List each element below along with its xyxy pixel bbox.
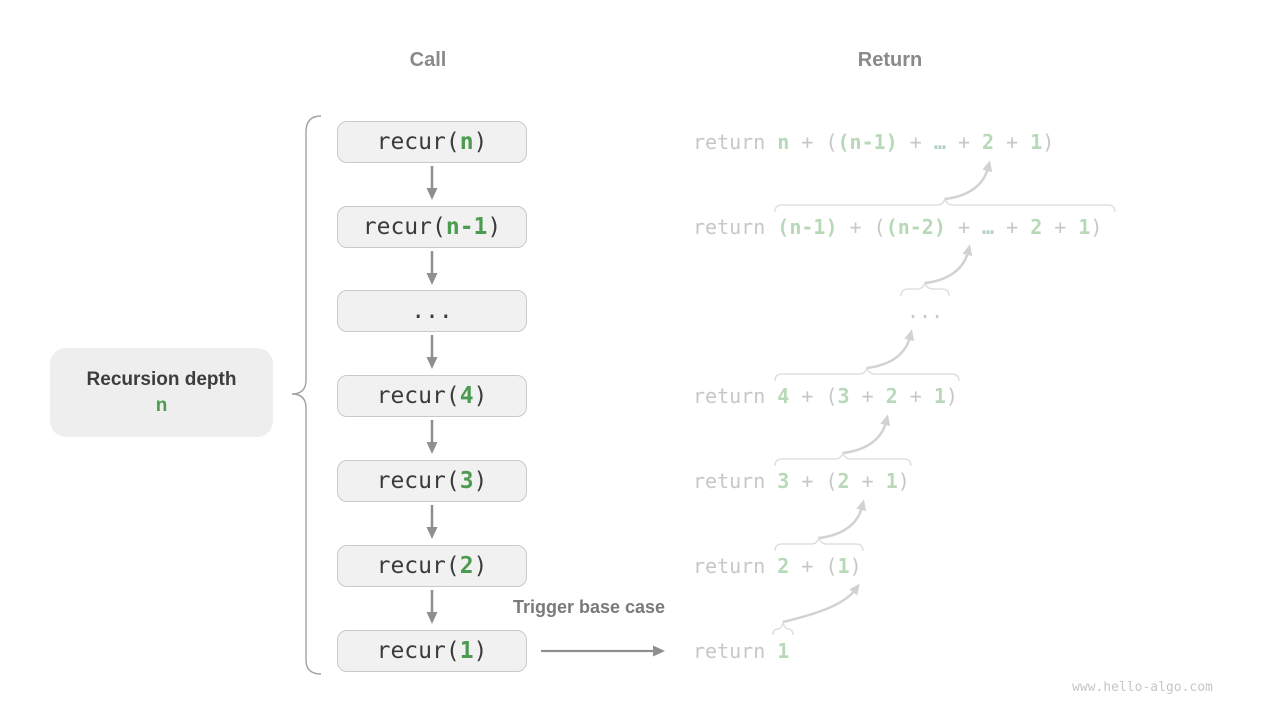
call-box: recur(n-1) [337, 206, 527, 248]
text-segment: ) [473, 553, 488, 579]
text-segment: + [897, 130, 934, 154]
text-segment: return [693, 384, 778, 408]
text-segment: + ( [837, 215, 886, 239]
return-line: return 4 + (3 + 2 + 1) [693, 382, 958, 410]
text-segment: (n-1) [777, 215, 838, 239]
text-segment: n-1 [445, 214, 488, 240]
text-segment: 1 [777, 639, 790, 663]
call-box: recur(3) [337, 460, 527, 502]
text-segment: ) [473, 638, 488, 664]
text-segment: + [945, 130, 983, 154]
text-segment: return [693, 469, 778, 493]
return-line: return (n-1) + ((n-2) + … + 2 + 1) [693, 213, 1102, 241]
text-segment: + [1042, 215, 1079, 239]
call-box: ... [337, 290, 527, 332]
text-segment: ) [849, 554, 862, 578]
text-segment: + [994, 130, 1031, 154]
text-segment: ) [1042, 130, 1055, 154]
text-segment: recur( [362, 214, 446, 240]
text-segment: return [693, 639, 778, 663]
return-line: return 3 + (2 + 1) [693, 467, 910, 495]
return-column-header: Return [857, 49, 923, 71]
text-segment: (n-2) [885, 215, 946, 239]
text-segment: ) [945, 384, 958, 408]
text-segment: recur( [376, 129, 460, 155]
text-segment: recur( [376, 638, 460, 664]
text-segment: … [982, 215, 995, 239]
text-segment: + ( [789, 130, 838, 154]
text-segment: ) [473, 468, 488, 494]
text-segment: ) [487, 214, 502, 240]
text-segment: 1 [885, 469, 898, 493]
return-line: return 2 + (1) [693, 552, 862, 580]
text-segment: ... [411, 298, 453, 324]
text-segment: + [994, 215, 1031, 239]
call-box: recur(1) [337, 630, 527, 672]
trigger-base-case-label: Trigger base case [512, 597, 666, 617]
text-segment: 4 [777, 384, 790, 408]
text-segment: 2 [777, 554, 790, 578]
text-segment: return [693, 130, 778, 154]
text-segment: ) [473, 383, 488, 409]
text-segment: 1 [837, 554, 850, 578]
text-segment: 4 [459, 383, 474, 409]
text-segment: 2 [837, 469, 850, 493]
text-segment: ) [1090, 215, 1103, 239]
watermark: www.hello-algo.com [1072, 680, 1213, 695]
text-segment: 3 [777, 469, 790, 493]
call-box: recur(4) [337, 375, 527, 417]
text-segment: + ( [789, 384, 838, 408]
text-segment: ) [473, 129, 488, 155]
text-segment: 3 [837, 384, 850, 408]
return-line: return 1 [693, 637, 789, 665]
text-segment: + ( [789, 469, 838, 493]
text-segment: 3 [459, 468, 474, 494]
text-segment: 1 [459, 638, 474, 664]
return-line: return n + ((n-1) + … + 2 + 1) [693, 128, 1054, 156]
text-segment: … [933, 130, 946, 154]
text-segment: n [459, 129, 474, 155]
text-segment: 1 [933, 384, 946, 408]
text-segment: 2 [982, 130, 995, 154]
text-segment: recur( [376, 468, 460, 494]
text-segment: (n-1) [837, 130, 898, 154]
text-segment: 2 [459, 553, 474, 579]
text-segment: + ( [789, 554, 838, 578]
recursion-depth-label: Recursion depth n [50, 348, 273, 437]
text-segment: + [849, 384, 886, 408]
text-segment: ... [907, 299, 944, 323]
text-segment: 2 [1030, 215, 1043, 239]
text-segment: recur( [376, 383, 460, 409]
text-segment: n [777, 130, 790, 154]
call-box: recur(n) [337, 121, 527, 163]
text-segment: 2 [885, 384, 898, 408]
text-segment: recur( [376, 553, 460, 579]
depth-brace [291, 115, 322, 675]
text-segment: return [693, 215, 778, 239]
text-segment: 1 [1030, 130, 1043, 154]
recursion-depth-value: n [155, 394, 168, 416]
recursion-depth-title: Recursion depth [86, 368, 237, 390]
text-segment: return [693, 554, 778, 578]
call-column-header: Call [409, 49, 447, 71]
text-segment: 1 [1078, 215, 1091, 239]
return-line: ... [907, 297, 943, 325]
text-segment: ) [897, 469, 910, 493]
text-segment: + [849, 469, 886, 493]
call-box: recur(2) [337, 545, 527, 587]
return-flow-arrows [782, 160, 993, 624]
text-segment: + [897, 384, 934, 408]
text-segment: + [945, 215, 983, 239]
